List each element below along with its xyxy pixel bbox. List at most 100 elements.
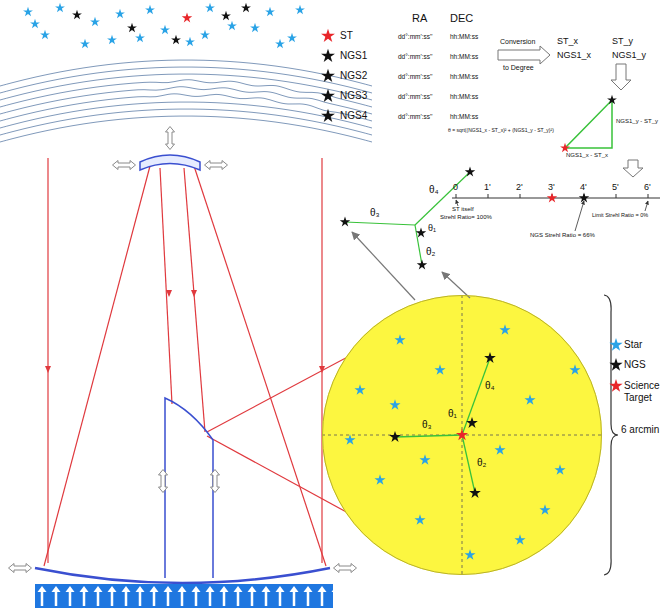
strehl-note: ST itself — [452, 206, 474, 213]
field-of-view — [322, 295, 602, 575]
axis-tick — [616, 194, 617, 198]
star-name: NGS1 — [340, 50, 367, 62]
axis-label: 0 — [453, 182, 458, 192]
field-of-view-circle: θ₄θ₁θ₃θ₂ — [322, 295, 602, 575]
field-circle — [322, 295, 602, 575]
ngs-star — [484, 352, 496, 363]
legend-text: Science Target — [624, 380, 660, 403]
ngs-star — [321, 89, 335, 102]
marker-stars — [321, 29, 623, 392]
star-symbol — [200, 30, 210, 39]
star-symbol — [23, 7, 33, 16]
star-symbol — [115, 9, 125, 18]
atmosphere-layer — [0, 87, 372, 114]
legend-star — [609, 379, 622, 392]
strehl-note: Limit Strehl Ratio = 0% — [592, 212, 648, 218]
axis-label: 6' — [644, 182, 651, 192]
axis-label: 4' — [580, 182, 587, 192]
separation-line — [345, 222, 415, 225]
light-ray — [44, 166, 150, 566]
ray-arrow — [45, 366, 51, 373]
star-symbol — [185, 37, 195, 46]
actuator-arrow — [9, 564, 32, 573]
star-symbol — [250, 23, 260, 32]
star-symbol — [499, 324, 510, 335]
star-symbol — [145, 5, 155, 14]
separation-line — [462, 435, 475, 493]
ngs-star — [607, 95, 617, 104]
star-symbol — [514, 534, 525, 545]
light-ray — [194, 166, 326, 566]
ray-arrow — [166, 290, 172, 297]
ngs-star — [321, 109, 335, 122]
legend-text: Star — [624, 339, 642, 350]
axis-tick — [520, 194, 521, 198]
star-symbol — [414, 514, 425, 525]
angle-label: θ₄ — [485, 380, 495, 391]
star-symbol — [171, 35, 181, 44]
coordinate-name: ST_x — [557, 36, 578, 46]
star-name: NGS4 — [340, 110, 367, 122]
legend-entry: Star — [624, 339, 664, 351]
zoom-pointer — [442, 272, 470, 298]
leader-line — [645, 201, 648, 211]
coordinate-format: dd°:mm':ss'' — [398, 73, 433, 80]
star-symbol — [241, 3, 251, 12]
ngs-star — [321, 49, 335, 62]
science-target-star — [182, 12, 192, 22]
star-symbol — [394, 334, 405, 345]
ngs-star — [417, 259, 427, 269]
light-ray — [184, 168, 205, 432]
axis-tick — [648, 194, 649, 198]
actuator-arrow — [166, 127, 175, 150]
leader-line — [575, 201, 584, 231]
strehl-note: Strehl Ratio= 100% — [440, 214, 492, 221]
star-symbol — [205, 3, 215, 12]
star-symbol — [265, 7, 275, 16]
secondary-mirror — [140, 155, 200, 170]
coordinate-format: dd°:mm':ss'' — [398, 113, 433, 120]
star-symbol — [107, 35, 117, 44]
light-ray — [47, 158, 48, 563]
star-symbol — [127, 23, 137, 32]
ngs-star — [579, 192, 589, 202]
number-line — [452, 194, 660, 231]
star-name: NGS3 — [340, 90, 367, 102]
star-symbol — [160, 25, 170, 34]
conversion-arrow — [498, 46, 550, 64]
star-symbol — [221, 11, 231, 20]
coordinate-format: hh:MM:ss — [450, 113, 478, 120]
size-label: 6 arcmin — [621, 424, 661, 436]
actuator-arrow — [113, 161, 136, 170]
legend-entry: NGS — [624, 359, 664, 371]
arrow-label: to Degree — [503, 64, 534, 72]
actuator-arrow — [205, 161, 228, 170]
legend-entry: Science Target — [624, 380, 664, 403]
coordinate-format: hh:MM:ss — [450, 33, 478, 40]
axis-line — [452, 198, 660, 199]
actuator-arrow — [334, 564, 357, 573]
atmosphere-layer — [0, 116, 372, 142]
star-symbol — [90, 17, 100, 26]
legend-star — [609, 358, 622, 371]
angle-label: θ₁ — [428, 223, 436, 233]
column-header: DEC — [450, 12, 473, 25]
ngs-star — [466, 417, 478, 428]
atmosphere-layer — [0, 94, 372, 121]
flow-arrow — [611, 64, 631, 90]
size-brace — [604, 295, 618, 575]
star-symbol — [354, 384, 365, 395]
science-target-star — [456, 429, 468, 441]
light-ray — [321, 158, 322, 563]
tertiary-mirror-tube — [165, 398, 213, 578]
angle-label: θ₃ — [370, 207, 380, 219]
science-target-star — [560, 143, 570, 152]
side-label: NGS1_y - ST_y — [616, 118, 658, 125]
angle-label: θ₄ — [429, 184, 439, 196]
axis-label: 1' — [484, 182, 491, 192]
atmosphere-layer — [0, 109, 372, 135]
atmosphere-layer — [0, 80, 372, 107]
star-symbol — [40, 30, 50, 39]
coordinate-name: NGS1_y — [612, 50, 646, 60]
star-symbol — [554, 464, 565, 475]
